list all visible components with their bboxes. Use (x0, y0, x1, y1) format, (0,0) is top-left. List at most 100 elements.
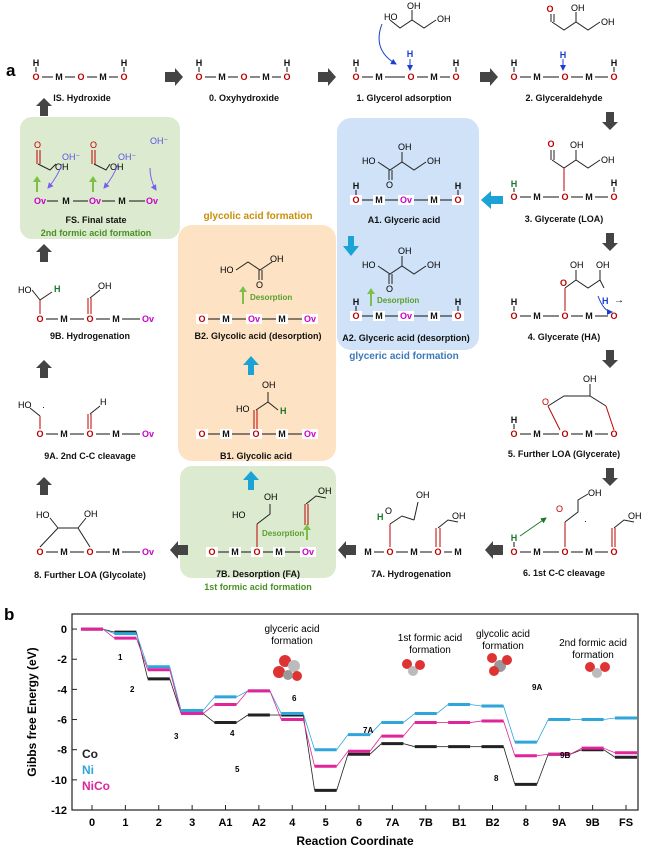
connector-ni (102, 628, 115, 634)
svg-text:OH: OH (407, 1, 421, 11)
arrow-0-to-1 (318, 68, 336, 86)
label-7B: 7B. Desorption (FA) (216, 569, 300, 579)
connector-nico (503, 720, 516, 756)
svg-text:O: O (610, 429, 617, 439)
x-tick-label: B1 (452, 817, 466, 829)
svg-text:H: H (353, 58, 360, 68)
svg-text:O: O (36, 429, 43, 439)
svg-text:H: H (196, 58, 203, 68)
step-label: 6 (292, 694, 297, 703)
svg-text:O: O (34, 140, 41, 150)
svg-text:M: M (275, 547, 283, 557)
arrow-7B-to-8 (170, 541, 188, 559)
svg-text:M: M (430, 72, 438, 82)
x-tick-label: 7B (419, 817, 433, 829)
y-axis-label: Gibbs free Energy (eV) (25, 647, 39, 776)
connector-nico (603, 747, 616, 754)
chain-A2: O M Ov M O H H HO O OH OH Desorption (350, 246, 464, 321)
svg-text:OH: OH (427, 260, 441, 270)
chain-IS: O M O M O H H (30, 58, 130, 82)
svg-text:O: O (77, 72, 84, 82)
svg-text:OH: OH (583, 374, 597, 384)
arrow-1-to-2 (480, 68, 498, 86)
svg-text:H: H (511, 415, 518, 425)
svg-text:M: M (430, 311, 438, 321)
label-IS: IS. Hydroxide (53, 93, 111, 103)
svg-text:Ov: Ov (89, 196, 101, 206)
svg-text:H: H (353, 297, 360, 307)
connector-ni (403, 713, 415, 723)
desorption-B2: Desorption (250, 293, 292, 302)
svg-text:M: M (222, 429, 230, 439)
x-tick-label: 9B (586, 817, 600, 829)
svg-text:HO: HO (236, 404, 250, 414)
step-label: 9A (532, 683, 542, 692)
connector-co (403, 743, 415, 748)
arrow-is-to-0 (165, 68, 183, 86)
svg-text:M: M (60, 429, 68, 439)
connector-nico (202, 704, 215, 714)
x-tick-label: 7A (385, 817, 399, 829)
arrow-B1-to-B2 (243, 356, 259, 375)
connector-ni (470, 704, 482, 707)
svg-text:O: O (352, 311, 359, 321)
desorption-7B: Desorption (262, 529, 304, 538)
label-formic2: 2nd formic acid formation (41, 228, 152, 238)
connector-ni (169, 666, 182, 711)
svg-text:M: M (410, 547, 418, 557)
connector-ni (202, 696, 215, 711)
svg-text:OH: OH (437, 14, 451, 24)
x-tick-label: 2 (156, 817, 162, 829)
x-tick-label: 3 (189, 817, 195, 829)
svg-text:H: H (353, 181, 360, 191)
svg-text:H: H (121, 58, 128, 68)
svg-text:Ov: Ov (34, 196, 46, 206)
svg-text:Ov: Ov (400, 195, 412, 205)
annot-glycolic-2: formation (482, 641, 524, 652)
step-label: 7A (363, 726, 373, 735)
x-tick-label: B2 (485, 817, 499, 829)
svg-text:H: H (407, 49, 414, 59)
chain-0: O M O M O H H (193, 58, 293, 82)
arrow-5-to-6 (602, 468, 618, 486)
y-tick-label: -4 (57, 684, 68, 696)
arrow-FS-to-IS (36, 98, 52, 116)
step-label: 9B (560, 751, 570, 760)
svg-text:M: M (112, 429, 120, 439)
molecule-glyceric-icon (273, 655, 302, 681)
svg-text:→: → (614, 295, 624, 306)
chain-9A: O M O M Ov HO · H (18, 397, 156, 439)
svg-text:O: O (90, 140, 97, 150)
annot-formic2-2: formation (572, 650, 614, 661)
chain-A1: O M Ov M O H H HO O OH OH (350, 142, 464, 205)
step-label: 1 (118, 653, 123, 662)
svg-text:H: H (100, 397, 107, 407)
svg-text:HO: HO (220, 265, 234, 275)
svg-text:O: O (542, 397, 549, 407)
connector-nico (403, 722, 416, 737)
formic1-box (180, 466, 336, 578)
connector-ni (503, 705, 516, 743)
annot-glyceric-1: glyceric acid (264, 624, 319, 635)
connector-nico (269, 690, 282, 720)
connector-ni (603, 717, 616, 720)
svg-text:OH: OH (570, 260, 584, 270)
svg-text:M: M (112, 314, 120, 324)
svg-text:O: O (256, 280, 263, 290)
svg-text:O: O (452, 72, 459, 82)
x-tick-label: FS (619, 817, 633, 829)
annot-formic1-2: formation (409, 645, 451, 656)
svg-text:M: M (375, 311, 383, 321)
svg-text:H: H (455, 181, 462, 191)
svg-text:OH: OH (427, 156, 441, 166)
svg-text:O: O (386, 284, 393, 294)
svg-text:OH: OH (84, 509, 98, 519)
chain-B2: O M Ov M Ov HO O OH Desorption (196, 254, 318, 324)
chain-1: O M O M O H H HO OH OH H (350, 1, 462, 82)
svg-text:O: O (252, 429, 259, 439)
label-0: 0. Oxyhydroxide (209, 93, 279, 103)
annot-glycolic-1: glycolic acid (476, 629, 530, 640)
label-7A: 7A. Hydrogenation (371, 569, 451, 579)
svg-text:M: M (585, 72, 593, 82)
label-1: 1. Glycerol adsorption (356, 93, 451, 103)
